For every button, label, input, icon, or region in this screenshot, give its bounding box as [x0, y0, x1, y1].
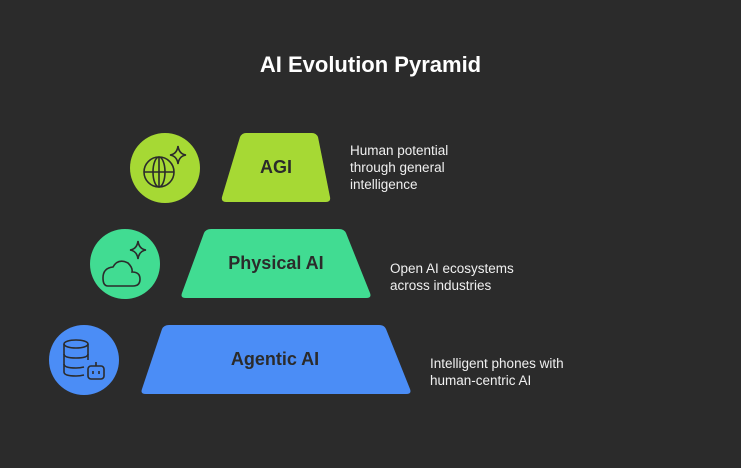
tier-agi-description: Human potential through general intellig… [350, 142, 448, 193]
tier-agi-label: AGI [259, 157, 292, 177]
cloud-sparkle-icon [90, 229, 160, 299]
tier-physical-shape [181, 229, 371, 298]
database-robot-icon [49, 325, 119, 395]
description-line: human-centric AI [430, 373, 532, 388]
tier-agi-shape [221, 133, 331, 202]
tier-agentic-description: Intelligent phones with human-centric AI [430, 355, 564, 389]
tier-agentic-label: Agentic AI [230, 349, 320, 369]
description-line: Open AI ecosystems [390, 261, 514, 276]
page-title: AI Evolution Pyramid [259, 52, 482, 77]
tier-physical-label: Physical AI [228, 253, 324, 273]
description-line: across industries [390, 278, 492, 293]
tier-physical-description: Open AI ecosystems across industries [390, 260, 514, 294]
description-line: through general [350, 160, 445, 175]
tier-agentic-shape [141, 325, 411, 394]
description-line: Intelligent phones with [430, 356, 564, 371]
description-line: Human potential [350, 143, 449, 158]
globe-sparkle-icon [130, 133, 200, 203]
description-line: intelligence [350, 177, 418, 192]
